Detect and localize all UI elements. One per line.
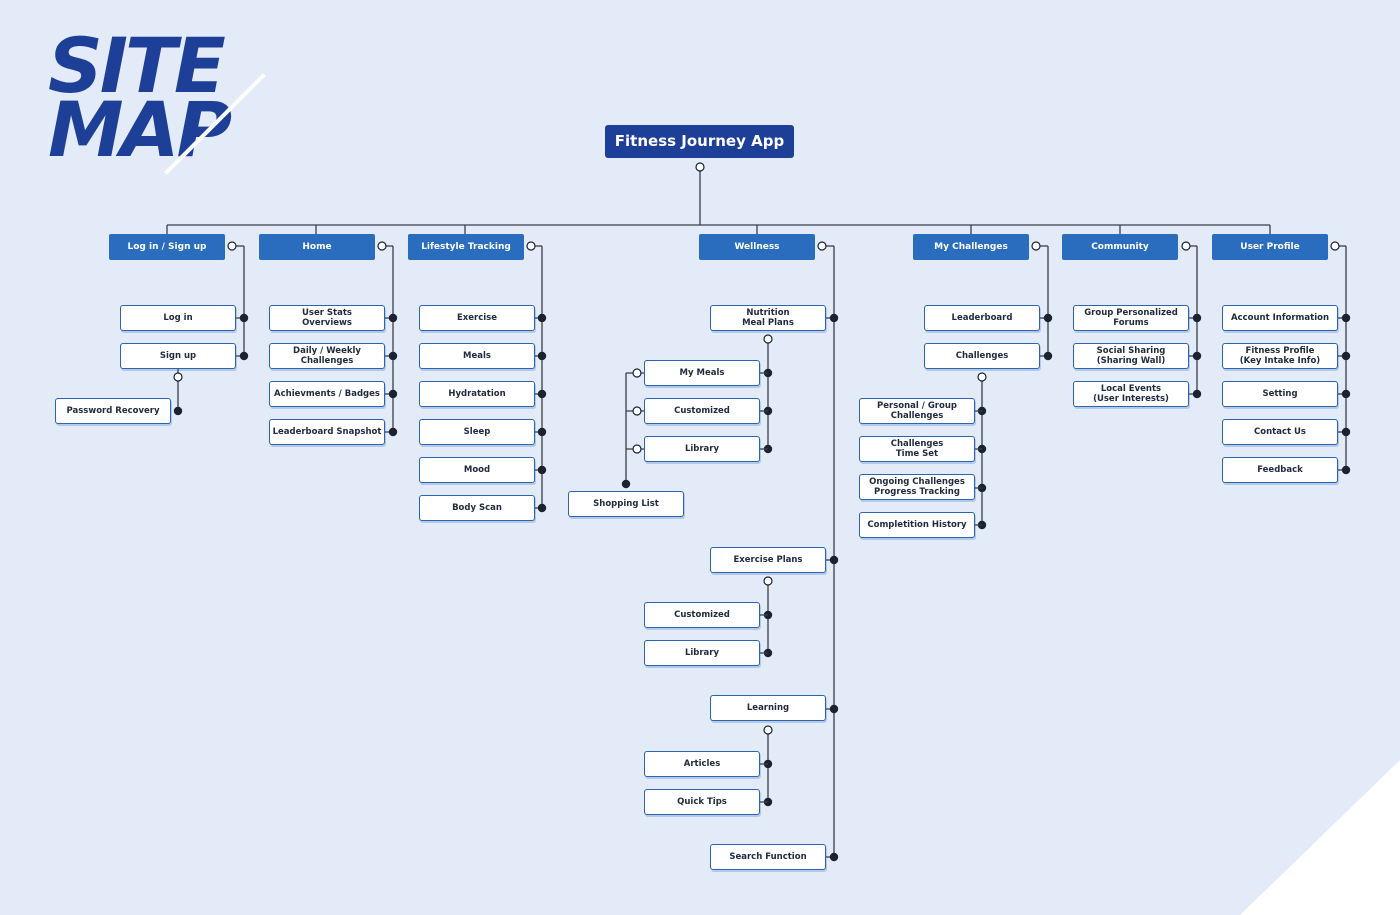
connector-ring (763, 334, 773, 344)
connector-dot (537, 389, 547, 399)
page-nutrition-library[interactable]: Library (644, 436, 760, 462)
connector-dot (1341, 389, 1351, 399)
logo-line-1: SITE (48, 21, 226, 110)
page-meals[interactable]: Meals (419, 343, 535, 369)
page-feedback[interactable]: Feedback (1222, 457, 1338, 483)
page-achievements-badges[interactable]: Achievments / Badges (269, 381, 385, 407)
page-user-stats[interactable]: User Stats Overviews (269, 305, 385, 331)
connector-dot (829, 555, 839, 565)
connector-dot (829, 313, 839, 323)
page-group-forums[interactable]: Group Personalized Forums (1073, 305, 1189, 331)
page-challenges-time-set[interactable]: Challenges Time Set (859, 436, 975, 462)
page-shopping-list[interactable]: Shopping List (568, 491, 684, 517)
root-node[interactable]: Fitness Journey App (605, 125, 794, 158)
connector-dot (388, 427, 398, 437)
connector-dot (537, 465, 547, 475)
connector-dot (388, 351, 398, 361)
page-hydratation[interactable]: Hydratation (419, 381, 535, 407)
category-lifestyle-tracking[interactable]: Lifestyle Tracking (408, 234, 524, 260)
category-home[interactable]: Home (259, 234, 375, 260)
connector-dot (1192, 313, 1202, 323)
connector-dot (1341, 465, 1351, 475)
page-social-sharing[interactable]: Social Sharing (Sharing Wall) (1073, 343, 1189, 369)
connector-dot (537, 313, 547, 323)
connector-dot (1192, 389, 1202, 399)
page-learning[interactable]: Learning (710, 695, 826, 721)
page-exercise[interactable]: Exercise (419, 305, 535, 331)
connector-dot (621, 479, 631, 489)
connector-dot (537, 427, 547, 437)
page-quick-tips[interactable]: Quick Tips (644, 789, 760, 815)
page-search-function[interactable]: Search Function (710, 844, 826, 870)
connector-dot (1043, 313, 1053, 323)
category-wellness[interactable]: Wellness (699, 234, 815, 260)
page-leaderboard-snapshot[interactable]: Leaderboard Snapshot (269, 419, 385, 445)
logo-line-2: MAP (48, 85, 232, 174)
category-user-profile[interactable]: User Profile (1212, 234, 1328, 260)
connector-ring (695, 162, 705, 172)
page-exercise-library[interactable]: Library (644, 640, 760, 666)
page-sleep[interactable]: Sleep (419, 419, 535, 445)
page-completion-history[interactable]: Completition History (859, 512, 975, 538)
page-leaderboard[interactable]: Leaderboard (924, 305, 1040, 331)
connector-ring (977, 372, 987, 382)
connector-ring (227, 241, 237, 251)
connector-dot (1192, 351, 1202, 361)
connector-dot (388, 313, 398, 323)
page-password-recovery[interactable]: Password Recovery (55, 398, 171, 424)
connector-ring (763, 576, 773, 586)
connector-ring (377, 241, 387, 251)
page-sign-up[interactable]: Sign up (120, 343, 236, 369)
page-body-scan[interactable]: Body Scan (419, 495, 535, 521)
connector-ring (632, 368, 642, 378)
page-personal-group-challenges[interactable]: Personal / Group Challenges (859, 398, 975, 424)
connector-dot (388, 389, 398, 399)
page-my-meals[interactable]: My Meals (644, 360, 760, 386)
connector-ring (817, 241, 827, 251)
corner-decoration (1240, 760, 1400, 915)
page-fitness-profile[interactable]: Fitness Profile (Key Intake Info) (1222, 343, 1338, 369)
page-exercise-plans[interactable]: Exercise Plans (710, 547, 826, 573)
page-daily-weekly-challenges[interactable]: Daily / Weekly Challenges (269, 343, 385, 369)
page-exercise-customized[interactable]: Customized (644, 602, 760, 628)
page-account-information[interactable]: Account Information (1222, 305, 1338, 331)
connector-dot (829, 852, 839, 862)
page-ongoing-challenges[interactable]: Ongoing Challenges Progress Tracking (859, 474, 975, 500)
connector-ring (173, 372, 183, 382)
connector-dot (829, 704, 839, 714)
connector-ring (1181, 241, 1191, 251)
connector-dot (1043, 351, 1053, 361)
page-log-in[interactable]: Log in (120, 305, 236, 331)
connector-ring (1330, 241, 1340, 251)
connector-dot (537, 503, 547, 513)
page-nutrition-meal-plans[interactable]: Nutrition Meal Plans (710, 305, 826, 331)
connector-ring (763, 725, 773, 735)
connector-ring (632, 444, 642, 454)
page-mood[interactable]: Mood (419, 457, 535, 483)
page-contact-us[interactable]: Contact Us (1222, 419, 1338, 445)
page-articles[interactable]: Articles (644, 751, 760, 777)
connector-dot (1341, 351, 1351, 361)
page-challenges[interactable]: Challenges (924, 343, 1040, 369)
connector-dot (239, 313, 249, 323)
page-setting[interactable]: Setting (1222, 381, 1338, 407)
category-my-challenges[interactable]: My Challenges (913, 234, 1029, 260)
category-login-signup[interactable]: Log in / Sign up (109, 234, 225, 260)
sitemap-logo: SITE MAP (48, 28, 318, 198)
connector-ring (632, 406, 642, 416)
page-nutrition-customized[interactable]: Customized (644, 398, 760, 424)
connector-dot (1341, 313, 1351, 323)
connector-dot (173, 406, 183, 416)
connector-ring (526, 241, 536, 251)
category-community[interactable]: Community (1062, 234, 1178, 260)
connector-dot (537, 351, 547, 361)
connector-dot (1341, 427, 1351, 437)
page-local-events[interactable]: Local Events (User Interests) (1073, 381, 1189, 407)
connector-ring (1031, 241, 1041, 251)
connector-dot (239, 351, 249, 361)
